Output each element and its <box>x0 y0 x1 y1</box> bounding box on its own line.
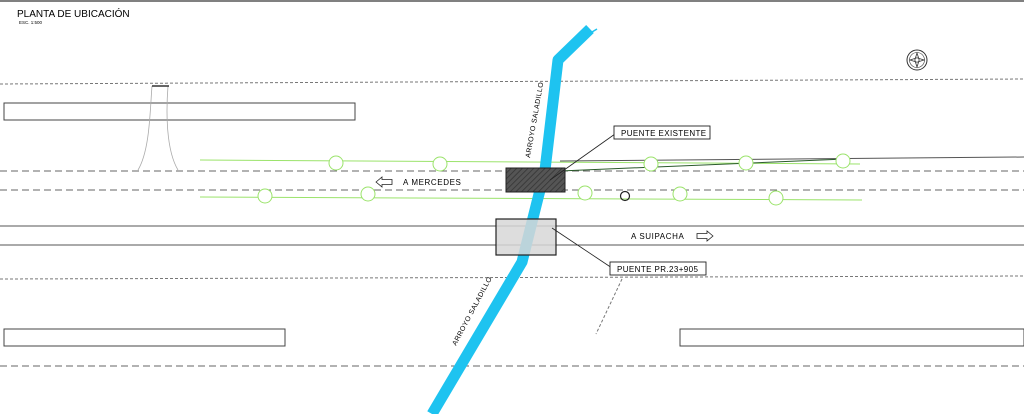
callout-leader-existing <box>549 133 616 181</box>
tree <box>257 188 273 204</box>
direction-suipacha: A SUIPACHA <box>631 230 714 242</box>
side-lane-top-left <box>3 102 356 121</box>
existing-bridge <box>505 167 566 193</box>
arrow-left-icon <box>375 176 393 188</box>
side-lane-bottom-right <box>679 328 1024 347</box>
dashed-diagonal-path <box>595 278 623 335</box>
to-suipacha-label: A SUIPACHA <box>631 232 684 241</box>
access-road-right-edge <box>166 85 179 171</box>
tree <box>643 156 659 172</box>
callout-box-new <box>609 261 707 276</box>
bridge-existing-label: PUENTE EXISTENTE <box>621 129 707 138</box>
callout-leader-new <box>551 227 613 269</box>
utility-pole-marker <box>619 190 631 202</box>
tree <box>328 155 344 171</box>
boundary-line-top <box>0 78 1024 85</box>
to-mercedes-label: A MERCEDES <box>403 178 461 187</box>
plan-title: PLANTA DE UBICACIÓN <box>17 7 130 20</box>
new-bridge-pr-23-905 <box>495 218 557 256</box>
bridge-new-label: PUENTE PR.23+905 <box>617 265 698 274</box>
plan-scale: ESC. 1:500 <box>19 20 43 25</box>
existing-road-line <box>559 158 846 172</box>
vegetation-line-upper <box>199 159 861 165</box>
tree <box>432 156 448 172</box>
tree <box>360 186 376 202</box>
direction-mercedes: A MERCEDES <box>375 176 461 188</box>
access-road-left-edge <box>137 85 153 171</box>
road-edge-3 <box>559 156 1024 162</box>
river-thin-branch <box>571 28 598 45</box>
side-lane-bottom-left <box>3 328 286 347</box>
tree <box>835 153 851 169</box>
callout-box-existing <box>613 125 711 140</box>
north-arrow-icon <box>906 49 928 71</box>
tree <box>738 155 754 171</box>
tree <box>768 190 784 206</box>
vegetation-line-lower <box>199 196 863 201</box>
tree <box>577 185 593 201</box>
tree <box>672 186 688 202</box>
arrow-right-icon <box>696 230 714 242</box>
